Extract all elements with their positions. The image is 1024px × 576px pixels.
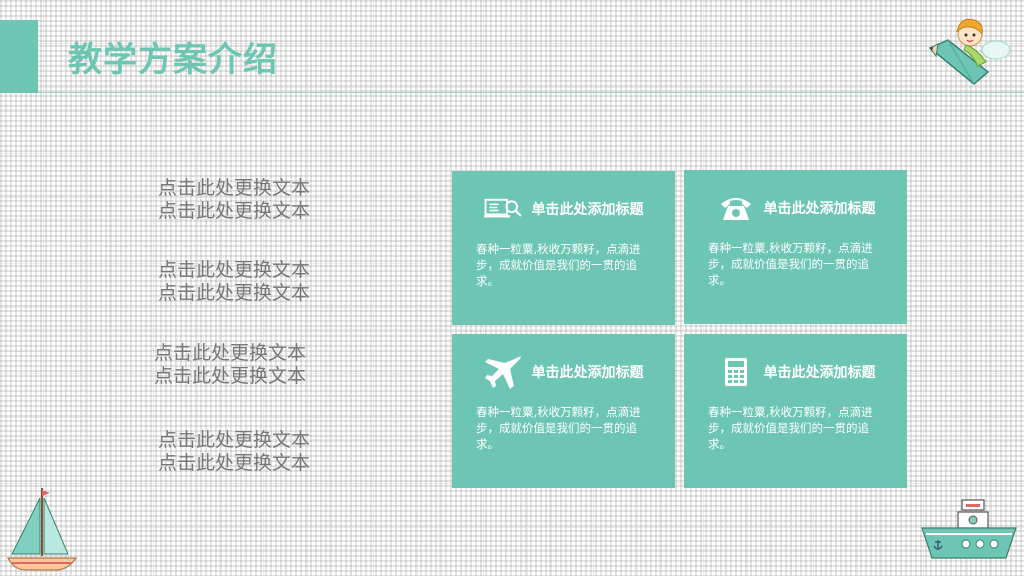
card-header: 单击此处添加标题: [684, 192, 907, 224]
telephone-icon: [716, 192, 756, 224]
info-card-1[interactable]: 单击此处添加标题 春种一粒粟,秋收万颗籽，点滴进步，成就价值是我们的一贯的追求。: [452, 171, 675, 325]
info-card-2[interactable]: 单击此处添加标题 春种一粒粟,秋收万颗籽，点滴进步，成就价值是我们的一贯的追求。: [684, 170, 907, 324]
card-title: 单击此处添加标题: [531, 202, 644, 218]
left-text-line: 点击此处更换文本: [157, 200, 310, 222]
left-text-line: 点击此处更换文本: [157, 177, 310, 199]
left-text-line: 点击此处更换文本: [157, 429, 310, 451]
card-title: 单击此处添加标题: [531, 365, 644, 381]
left-text-line: 点击此处更换文本: [157, 452, 310, 474]
card-body: 春种一粒粟,秋收万颗籽，点滴进步，成就价值是我们的一贯的追求。: [708, 405, 873, 451]
card-body: 春种一粒粟,秋收万颗籽，点滴进步，成就价值是我们的一贯的追求。: [476, 405, 641, 451]
left-text-line: 点击此处更换文本: [153, 342, 306, 364]
left-text-group-4: 点击此处更换文本 点击此处更换文本: [134, 429, 334, 475]
card-title: 单击此处添加标题: [763, 365, 876, 381]
card-header: 单击此处添加标题: [452, 193, 675, 225]
airplane-icon: [484, 356, 524, 389]
steamboat-icon: [918, 498, 1018, 572]
left-text-group-3: 点击此处更换文本 点击此处更换文本: [130, 342, 330, 388]
girl-pencil-icon: [926, 14, 1016, 92]
card-header: 单击此处添加标题: [452, 356, 675, 389]
card-body: 春种一粒粟,秋收万颗籽，点滴进步，成就价值是我们的一贯的追求。: [708, 241, 873, 287]
card-header: 单击此处添加标题: [684, 356, 907, 388]
left-text-line: 点击此处更换文本: [153, 365, 306, 387]
left-text-line: 点击此处更换文本: [157, 259, 310, 281]
info-card-4[interactable]: 单击此处添加标题 春种一粒粟,秋收万颗籽，点滴进步，成就价值是我们的一贯的追求。: [684, 334, 907, 488]
card-body: 春种一粒粟,秋收万颗籽，点滴进步，成就价值是我们的一贯的追求。: [476, 242, 641, 288]
laptop-search-icon: [483, 193, 524, 225]
calculator-icon: [716, 356, 756, 388]
page-title: 教学方案介绍: [68, 40, 278, 80]
info-card-3[interactable]: 单击此处添加标题 春种一粒粟,秋收万颗籽，点滴进步，成就价值是我们的一贯的追求。: [452, 334, 675, 488]
left-text-line: 点击此处更换文本: [157, 282, 310, 304]
left-text-group-1: 点击此处更换文本 点击此处更换文本: [134, 177, 334, 223]
card-title: 单击此处添加标题: [763, 201, 876, 217]
title-divider: [38, 92, 1024, 93]
left-text-group-2: 点击此处更换文本 点击此处更换文本: [134, 259, 334, 305]
sailboat-icon: [6, 484, 78, 576]
title-accent-bar: [0, 20, 38, 93]
